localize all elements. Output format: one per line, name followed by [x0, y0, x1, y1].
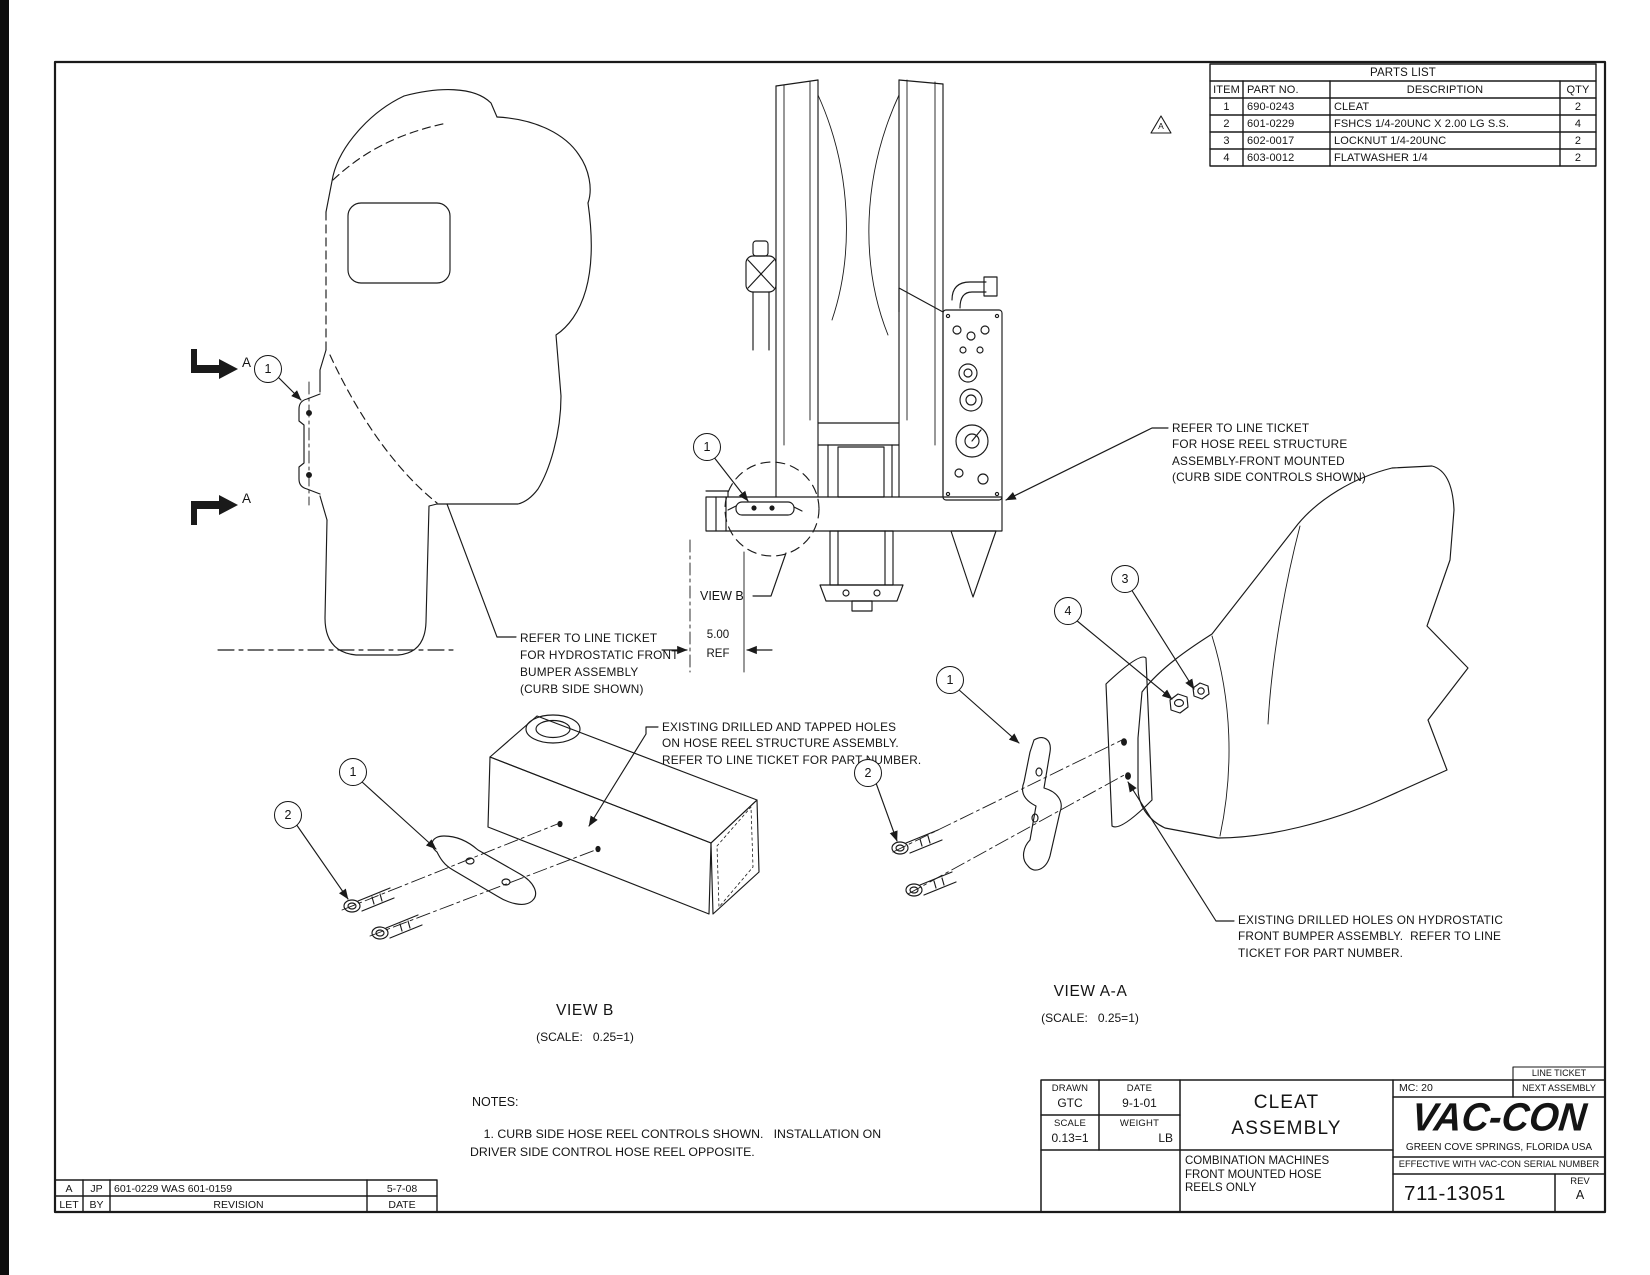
table-cell: 4 [1574, 117, 1582, 130]
callout-hose-reel-structure: REFER TO LINE TICKET FOR HOSE REEL STRUC… [1172, 421, 1367, 484]
notes-label: NOTES: [472, 1095, 519, 1109]
sheet-border [53, 60, 1607, 1214]
balloon-number: 1 [349, 765, 357, 779]
view-curb-side-drawing [191, 89, 592, 656]
callout-drilled-holes: EXISTING DRILLED HOLES ON HYDROSTATIC FR… [1238, 913, 1504, 960]
table-cell: FLATWASHER 1/4 [1334, 151, 1428, 164]
table-cell: CLEAT [1334, 100, 1370, 113]
parts-list-header-partno: PART NO. [1247, 83, 1299, 96]
dimension-value: 5.00 [694, 629, 742, 641]
balloon-item-3: 3 [1111, 565, 1139, 593]
parts-list-table: PARTS LIST ITEM PART NO. DESCRIPTION QTY… [1210, 64, 1596, 166]
weight-value: LB [1158, 1131, 1173, 1145]
section-letter-a-top: A [242, 355, 252, 370]
balloon-number: 1 [264, 362, 272, 376]
balloon-item-4: 4 [1054, 597, 1082, 625]
drawn-label: DRAWN [1051, 1083, 1089, 1094]
line-ticket-label: LINE TICKET [1531, 1068, 1587, 1078]
effective-serial-note: EFFECTIVE WITH VAC-CON SERIAL NUMBER [1398, 1159, 1600, 1169]
scale-value: 0.13=1 [1051, 1131, 1089, 1145]
balloon-number: 2 [284, 808, 292, 822]
note-1: 1. CURB SIDE HOSE REEL CONTROLS SHOWN. I… [470, 1127, 882, 1159]
rev-label: REV [1570, 1176, 1590, 1187]
usage-note: COMBINATION MACHINES FRONT MOUNTED HOSE … [1185, 1155, 1330, 1194]
callout-tapped-holes: EXISTING DRILLED AND TAPPED HOLES ON HOS… [662, 720, 922, 767]
dimension-ref: REF [694, 648, 742, 660]
revision-entry-text: 601-0229 WAS 601-0159 [114, 1183, 233, 1195]
balloon-item-1: 1 [339, 758, 367, 786]
revision-header-revision: REVISION [213, 1199, 264, 1211]
parts-list-header-item: ITEM [1213, 83, 1240, 96]
view-front-structure-drawing [661, 79, 1169, 673]
callout-front-bumper: REFER TO LINE TICKET FOR HYDROSTATIC FRO… [520, 631, 679, 696]
table-cell: 2 [1223, 117, 1230, 130]
balloon-number: 3 [1121, 572, 1129, 586]
drawing-number: 711-13051 [1404, 1182, 1507, 1205]
rev-value: A [1575, 1188, 1585, 1202]
table-cell: 602-0017 [1247, 134, 1295, 147]
table-cell: 1 [1223, 100, 1230, 113]
revision-header-let: LET [59, 1199, 79, 1211]
revision-entry-by: JP [90, 1183, 103, 1195]
table-cell: 2 [1574, 100, 1582, 113]
mc-number: MC: 20 [1399, 1082, 1433, 1094]
table-cell: 3 [1223, 134, 1230, 147]
revision-triangle-icon: A [1158, 121, 1164, 131]
revision-entry-date: 5-7-08 [386, 1183, 418, 1195]
view-aa-scale: (SCALE: 0.25=1) [1041, 1011, 1139, 1025]
view-b-scale: (SCALE: 0.25=1) [536, 1030, 634, 1044]
balloon-item-2: 2 [274, 801, 302, 829]
view-aa-title: VIEW A-A [1053, 983, 1128, 1000]
balloon-item-1: 1 [254, 355, 282, 383]
table-cell: 601-0229 [1247, 117, 1295, 130]
drawing-title: CLEAT ASSEMBLY [1231, 1092, 1342, 1139]
balloon-number: 1 [946, 673, 954, 687]
date-value: 9-1-01 [1122, 1096, 1157, 1110]
table-cell: LOCKNUT 1/4-20UNC [1334, 134, 1447, 147]
table-cell: FSHCS 1/4-20UNC X 2.00 LG S.S. [1334, 117, 1510, 130]
table-cell: 690-0243 [1247, 100, 1295, 113]
table-cell: 2 [1574, 151, 1582, 164]
balloon-number: 4 [1064, 604, 1072, 618]
balloon-number: 2 [864, 766, 872, 780]
balloon-item-1: 1 [693, 433, 721, 461]
parts-list-header-qty: QTY [1566, 83, 1590, 96]
date-label: DATE [1126, 1083, 1153, 1094]
vac-con-logo: VAC-CON [1409, 1096, 1589, 1140]
revision-header-by: BY [89, 1199, 104, 1211]
parts-list-title: PARTS LIST [1370, 66, 1436, 79]
table-cell: 4 [1223, 151, 1230, 164]
table-cell: 603-0012 [1247, 151, 1295, 164]
view-aa-drawing [875, 465, 1469, 922]
parts-list-header-description: DESCRIPTION [1406, 83, 1484, 96]
revision-entry-let: A [65, 1183, 73, 1195]
balloon-item-2: 2 [854, 759, 882, 787]
scan-edge [0, 0, 9, 1275]
balloon-number: 1 [703, 440, 711, 454]
view-b-pointer-label: VIEW B [700, 589, 744, 603]
table-cell: 2 [1574, 134, 1582, 147]
section-letter-a-bottom: A [242, 491, 252, 506]
weight-label: WEIGHT [1119, 1118, 1160, 1129]
drawn-value: GTC [1057, 1096, 1083, 1110]
balloon-item-1: 1 [936, 666, 964, 694]
revision-header-date: DATE [388, 1199, 416, 1211]
logo-location: GREEN COVE SPRINGS, FLORIDA USA [1405, 1142, 1593, 1153]
scale-label: SCALE [1053, 1118, 1087, 1129]
next-assembly-label: NEXT ASSEMBLY [1522, 1083, 1596, 1093]
view-b-title: VIEW B [556, 1002, 614, 1019]
